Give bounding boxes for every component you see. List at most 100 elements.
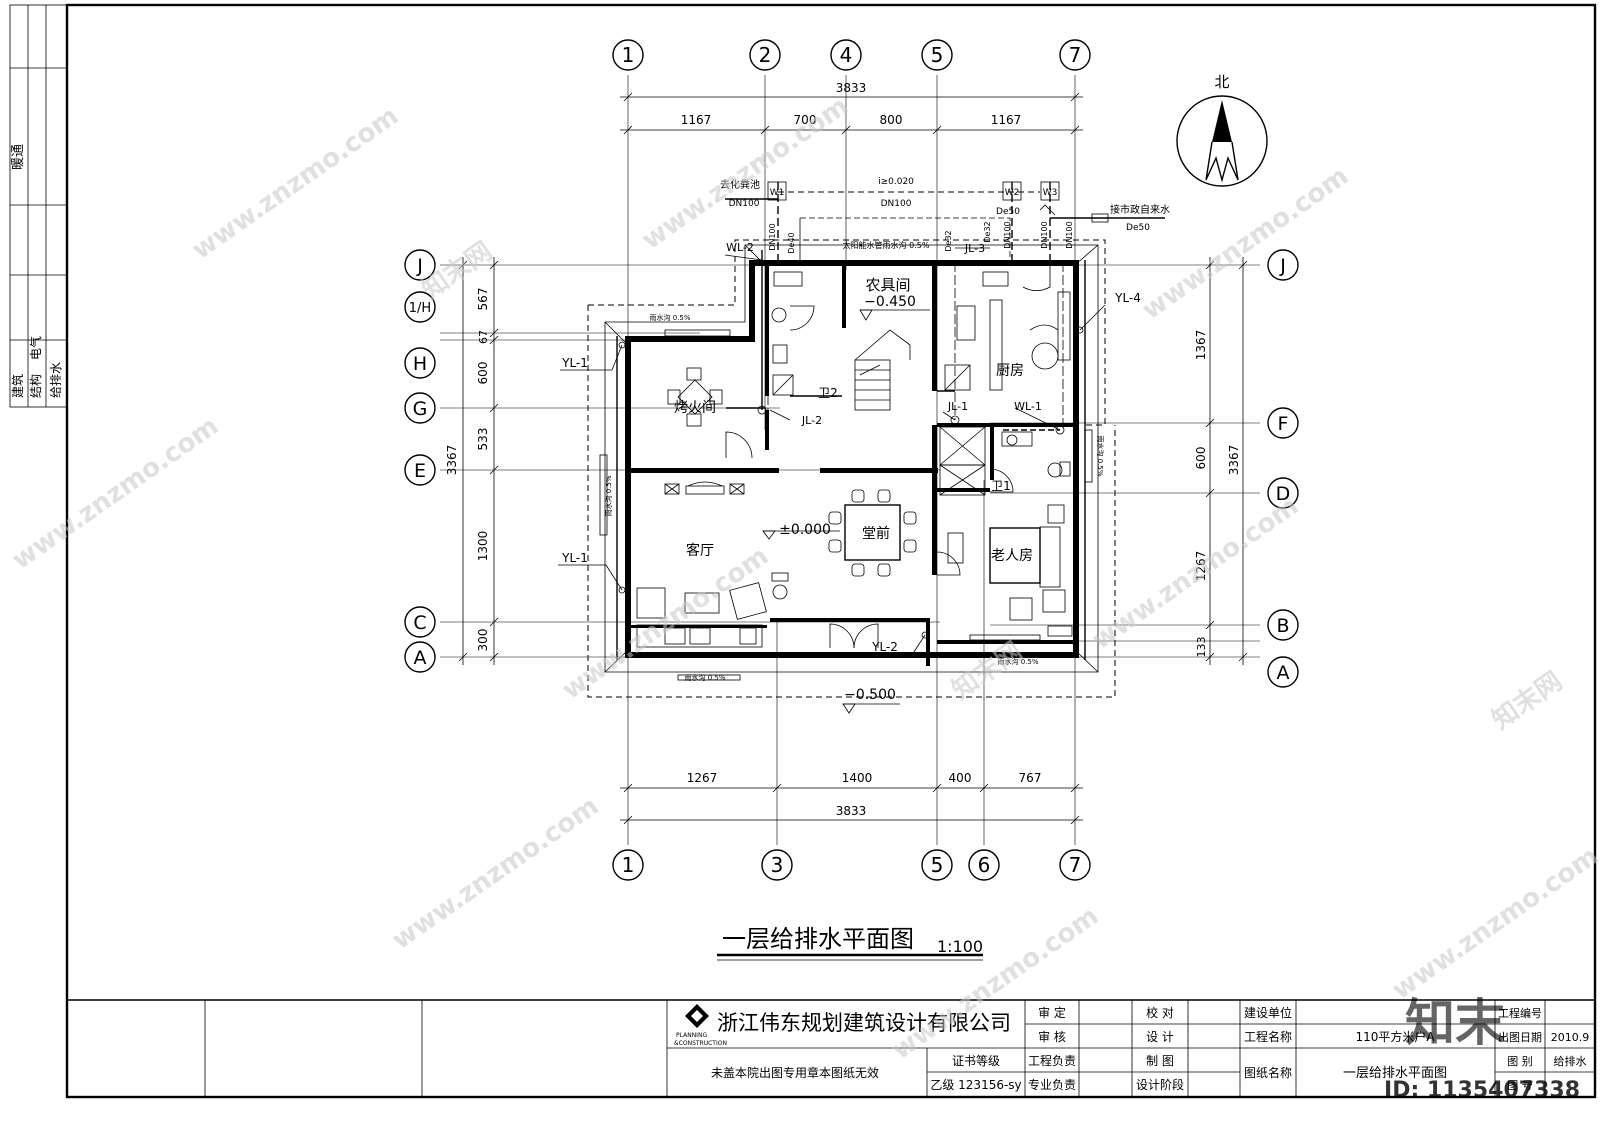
left-discipline-strip: 暖通 建筑 结构 电气 给排水 bbox=[9, 4, 68, 408]
watermark-8: www.znzmo.com bbox=[887, 901, 1104, 1066]
drawing-scale: 1:100 bbox=[937, 937, 983, 956]
pipe-jl3: JL-3 bbox=[964, 242, 985, 255]
dim-bottom-seg-2: 1400 bbox=[842, 771, 873, 785]
cert-value: 乙级 123156-sy bbox=[930, 1078, 1021, 1092]
watermark-brand-2: 知末网 bbox=[947, 636, 1028, 705]
watermark-7: www.znzmo.com bbox=[387, 791, 604, 956]
room-hall: 堂前 bbox=[862, 525, 890, 542]
axis-left-E: E bbox=[414, 460, 426, 482]
pipe-city-water: 接市政自来水 bbox=[1110, 203, 1170, 216]
room-kitchen: 厨房 bbox=[996, 363, 1024, 379]
dimension-left: 3367 567 67 600 533 1300 300 bbox=[445, 257, 499, 665]
dim-right-seg-2: 600 bbox=[1194, 447, 1208, 470]
axis-top-4: 4 bbox=[840, 43, 853, 67]
axis-left-H: H bbox=[413, 353, 427, 375]
sheet-value: 一层给排水平面图 bbox=[1343, 1066, 1447, 1081]
pipe-dn100-v4: DN100 bbox=[1065, 221, 1074, 248]
dim-right-seg-1: 1367 bbox=[1194, 330, 1208, 361]
pipe-wl1: WL-1 bbox=[1014, 400, 1042, 413]
dim-left-seg-5: 1300 bbox=[476, 531, 490, 562]
watermark-1: www.znzmo.com bbox=[187, 101, 404, 266]
fire-room-table bbox=[667, 367, 723, 427]
gutter-bottom-right: 雨水沟 0.5% bbox=[997, 657, 1038, 666]
room-outdoor-level: −0.500 bbox=[844, 687, 896, 703]
axis-right-F: F bbox=[1278, 413, 1289, 435]
strip-label-struct: 结构 bbox=[28, 374, 43, 398]
drawing-title-group: 一层给排水平面图 1:100 bbox=[717, 925, 983, 961]
furniture bbox=[636, 271, 1073, 648]
strip-label-elec: 电气 bbox=[28, 336, 43, 360]
pipe-de32-a: De32 bbox=[944, 230, 953, 251]
watermark-2: www.znzmo.com bbox=[637, 91, 854, 256]
dim-top-seg-2: 700 bbox=[794, 113, 817, 127]
watermark-4: www.znzmo.com bbox=[7, 411, 224, 576]
dim-top-total: 3833 bbox=[836, 81, 867, 95]
axis-top-1: 1 bbox=[622, 43, 635, 67]
watermark-3: www.znzmo.com bbox=[1137, 161, 1354, 326]
dim-bottom-total: 3833 bbox=[836, 804, 867, 818]
proj-no-label: 工程编号 bbox=[1498, 1006, 1542, 1020]
pipe-dn100-a: DN100 bbox=[729, 199, 760, 209]
category-label: 图 别 bbox=[1507, 1055, 1533, 1068]
date-value: 2010.9 bbox=[1551, 1031, 1590, 1044]
cert-label: 证书等级 bbox=[952, 1054, 1000, 1068]
pipe-labels: 去化粪池 W1 W2 W3 DN100 DN100 i≥0.020 De50 D… bbox=[561, 177, 1170, 682]
drawing-title: 一层给排水平面图 bbox=[722, 925, 914, 953]
axis-bubbles-left: J 1/H H G E C A bbox=[404, 249, 436, 673]
pipe-w1: W1 bbox=[770, 188, 785, 198]
axis-right-D: D bbox=[1276, 483, 1291, 505]
dim-top-seg-3: 800 bbox=[880, 113, 903, 127]
strip-label-arch: 建筑 bbox=[10, 374, 25, 398]
pipe-solar: 太阳能水管雨水沟 0.5% bbox=[843, 240, 930, 250]
level-markers bbox=[762, 309, 930, 714]
category-value: 给排水 bbox=[1554, 1054, 1587, 1068]
room-fire-room: 烤火间 bbox=[674, 400, 716, 416]
watermark-brand-3: 知末网 bbox=[1487, 666, 1568, 735]
dimension-bottom: 1267 1400 400 767 3833 bbox=[620, 771, 1083, 825]
project-label: 工程名称 bbox=[1244, 1029, 1292, 1044]
stairs bbox=[854, 329, 911, 411]
pipe-wl2: WL-2 bbox=[726, 241, 754, 254]
axis-left-C: C bbox=[413, 612, 426, 634]
dim-bottom-seg-3: 400 bbox=[949, 771, 972, 785]
logo-sub1: PLANNING bbox=[676, 1032, 707, 1039]
sheet-no-label: 图 号 bbox=[1507, 1079, 1533, 1092]
dim-left-seg-1: 567 bbox=[476, 288, 490, 311]
design-label: 设 计 bbox=[1146, 1030, 1174, 1044]
axis-bottom-6: 6 bbox=[978, 853, 991, 877]
sheet-label: 图纸名称 bbox=[1244, 1065, 1292, 1080]
pipe-jl2: JL-2 bbox=[801, 414, 822, 427]
axis-bottom-7: 7 bbox=[1069, 853, 1082, 877]
dim-top-seg-1: 1167 bbox=[681, 113, 712, 127]
stage-label: 设计阶段 bbox=[1136, 1077, 1184, 1092]
gutter-bottom-left: 雨水沟 0.5% bbox=[684, 673, 725, 682]
axis-left-J: J bbox=[416, 255, 423, 277]
room-farm-tools: 农具间 bbox=[865, 276, 910, 294]
dimension-top: 3833 1167 700 800 1167 bbox=[620, 81, 1083, 135]
axis-bubbles-right: J F D B A bbox=[1267, 249, 1299, 688]
proj-lead-label: 工程负责 bbox=[1028, 1053, 1076, 1068]
watermark-5: www.znzmo.com bbox=[557, 541, 774, 706]
dim-left-total: 3367 bbox=[445, 445, 459, 476]
gutter-top: 雨水沟 0.5% bbox=[649, 313, 690, 322]
axis-right-A: A bbox=[1277, 662, 1290, 684]
axis-left-G: G bbox=[413, 398, 428, 420]
axis-top-7: 7 bbox=[1069, 43, 1082, 67]
axis-right-J: J bbox=[1279, 255, 1286, 277]
toilet2-fixtures bbox=[771, 271, 803, 396]
roof-outline bbox=[587, 239, 1116, 698]
plumbing-pipes bbox=[618, 181, 1165, 639]
client-label: 建设单位 bbox=[1244, 1005, 1292, 1020]
logo-sub2: &CONSTRUCTION bbox=[674, 1040, 727, 1047]
pipe-jl1: JL-1 bbox=[947, 400, 968, 413]
review-label: 审 核 bbox=[1038, 1029, 1066, 1044]
room-labels: 农具间 −0.450 烤火间 厨房 客厅 堂前 ±0.000 老人房 卫2 卫1… bbox=[674, 276, 1033, 703]
pipe-dn100-b: DN100 bbox=[881, 199, 912, 209]
axis-bottom-1: 1 bbox=[622, 853, 635, 877]
notice-text: 未盖本院出图专用章本图纸无效 bbox=[711, 1065, 879, 1080]
dim-left-seg-2: 67 bbox=[477, 330, 490, 344]
axis-top-5: 5 bbox=[931, 43, 944, 67]
approve-label: 审 定 bbox=[1038, 1005, 1066, 1020]
project-value: 110平方米户A bbox=[1355, 1029, 1435, 1044]
